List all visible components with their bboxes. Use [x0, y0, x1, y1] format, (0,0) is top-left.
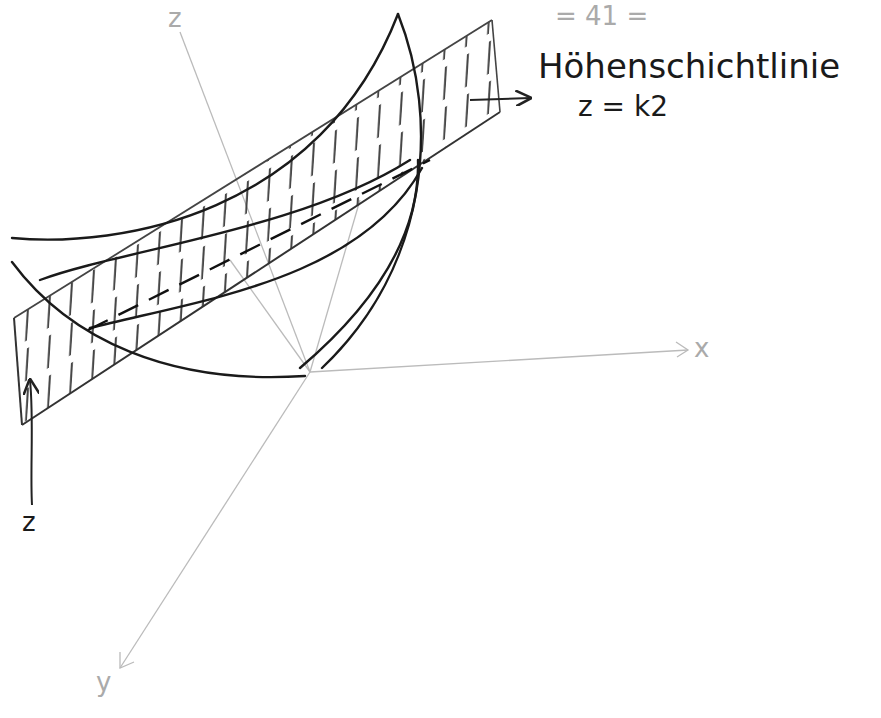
axis-label: z: [22, 508, 36, 537]
leader-arrow: [30, 380, 32, 505]
contour-label: Höhenschichtlinie: [538, 48, 840, 85]
level-plane: [14, 20, 500, 425]
leader-arrow: [470, 98, 530, 100]
axis-label: x: [694, 334, 709, 363]
page-number: = 41 =: [555, 2, 648, 31]
paraboloid-surface: [12, 14, 422, 377]
axis-label: y: [96, 668, 111, 697]
axis-label: z: [168, 4, 182, 33]
equation-label: z = k2: [578, 92, 668, 123]
contour-line: [88, 160, 430, 330]
